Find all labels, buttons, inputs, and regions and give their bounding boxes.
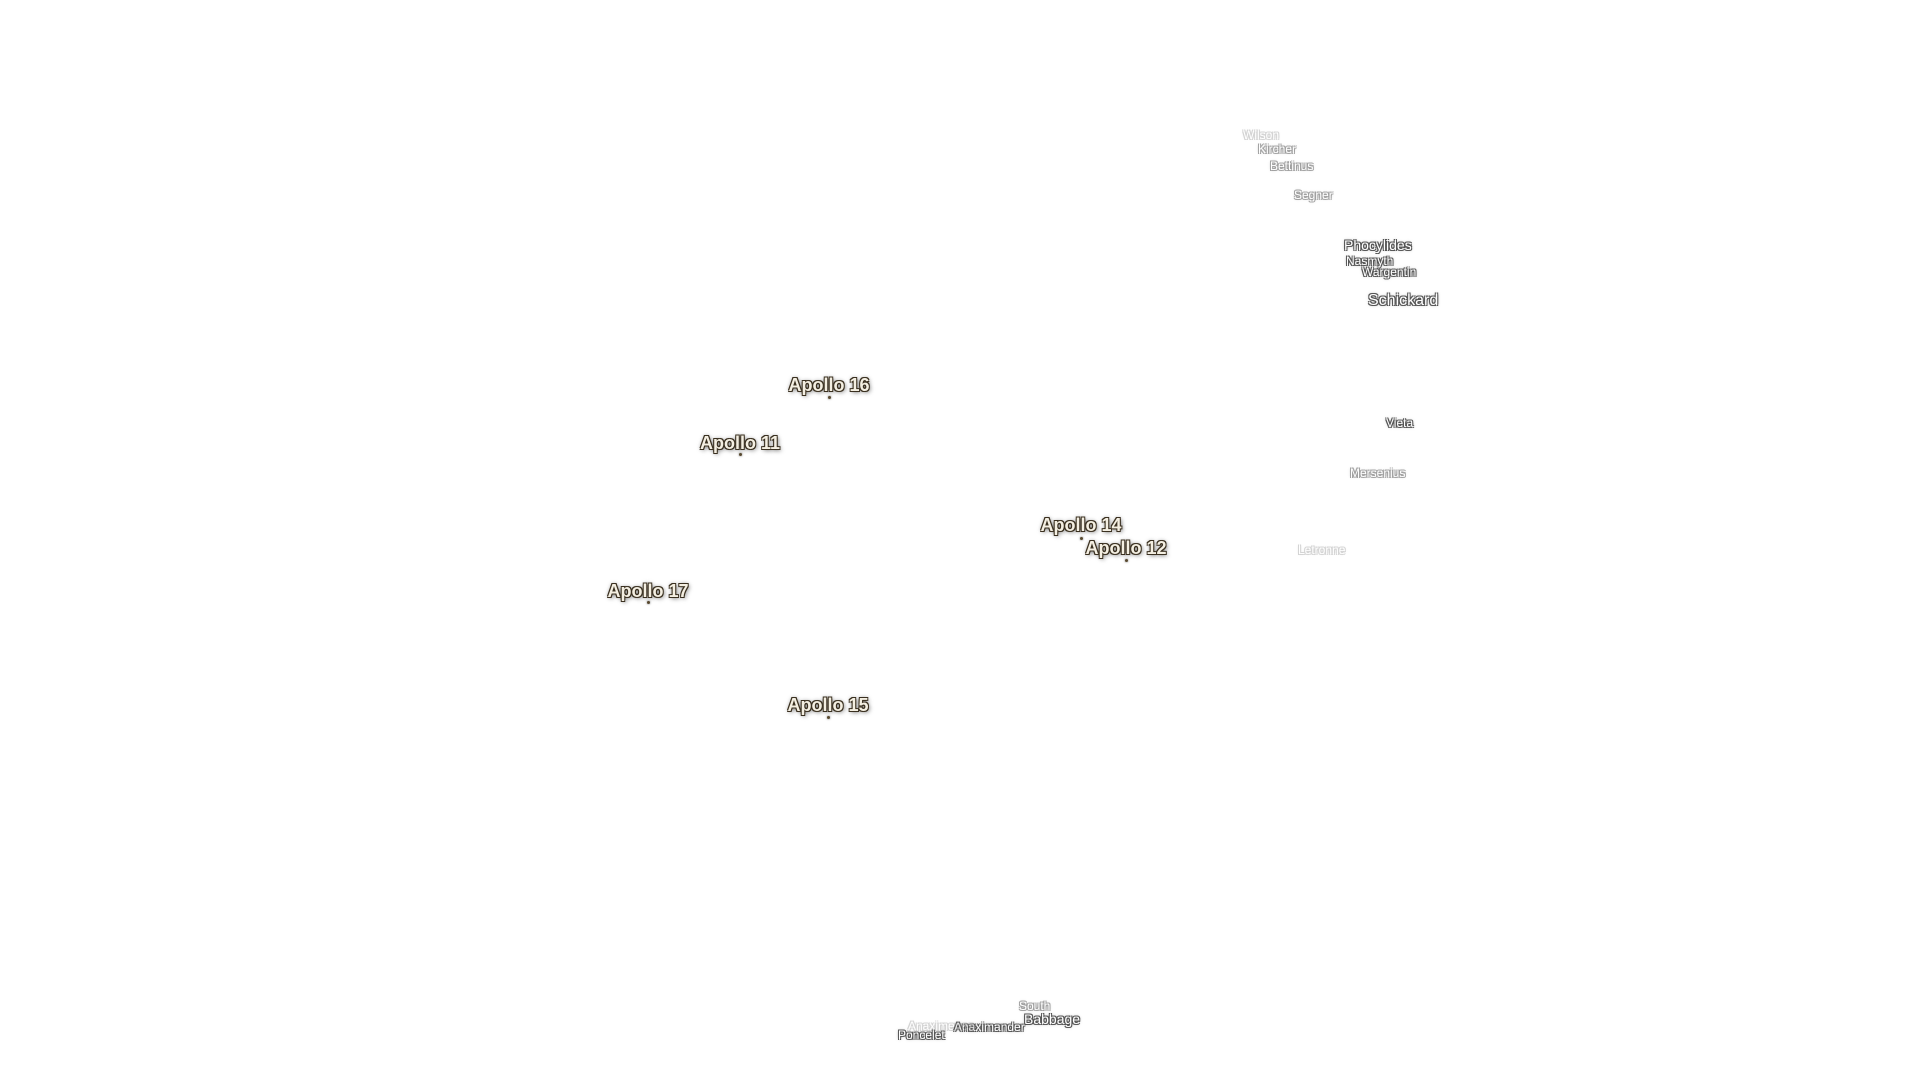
crater-label-kircher[interactable]: Kircher [1258, 142, 1297, 156]
crater-label-vieta[interactable]: Vieta [1386, 416, 1414, 430]
crater-label-south[interactable]: South [1019, 999, 1051, 1013]
apollo-11-label[interactable]: Apollo 11 [699, 433, 781, 453]
crater-label-wargentin[interactable]: Wargentin [1362, 265, 1417, 279]
apollo-12-marker[interactable] [1125, 559, 1128, 562]
crater-label-babbage[interactable]: Babbage [1024, 1011, 1081, 1027]
apollo-17-marker[interactable] [647, 601, 650, 604]
apollo-17-label[interactable]: Apollo 17 [607, 581, 689, 601]
crater-label-letronne[interactable]: Letronne [1298, 543, 1346, 557]
apollo-16-marker[interactable] [828, 396, 831, 399]
crater-label-phocylides[interactable]: Phocylides [1344, 237, 1412, 253]
crater-label-schickard[interactable]: Schickard [1368, 292, 1439, 309]
apollo-12-label[interactable]: Apollo 12 [1085, 538, 1167, 558]
crater-label-nasmyth[interactable]: Nasmyth [1346, 254, 1394, 268]
apollo-11-marker[interactable] [739, 453, 742, 456]
crater-label-anaximenes[interactable]: Anaximenes [908, 1019, 975, 1033]
apollo-16-label[interactable]: Apollo 16 [788, 375, 870, 395]
apollo-15-label[interactable]: Apollo 15 [787, 695, 869, 715]
apollo-14-label[interactable]: Apollo 14 [1040, 515, 1122, 535]
apollo-14-marker[interactable] [1080, 537, 1083, 540]
apollo-15-marker[interactable] [827, 716, 830, 719]
crater-label-segner[interactable]: Segner [1294, 188, 1333, 202]
crater-label-anaximander[interactable]: Anaximander [954, 1020, 1025, 1034]
crater-label-mersenius[interactable]: Mersenius [1350, 466, 1406, 480]
crater-label-poncelet[interactable]: Poncelet [898, 1028, 945, 1042]
crater-label-bettinus[interactable]: Bettinus [1270, 159, 1314, 173]
crater-label-wilson[interactable]: Wilson [1243, 128, 1280, 142]
